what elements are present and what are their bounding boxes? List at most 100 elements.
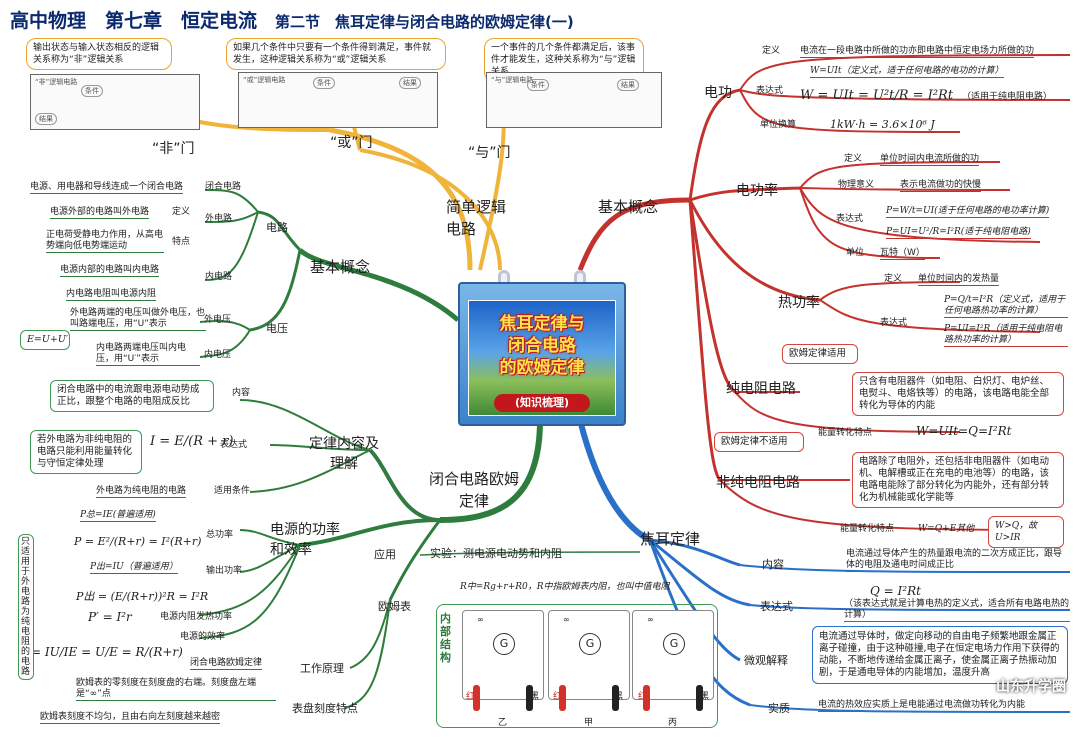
pure-energy-label: 能量转化特点 — [818, 428, 873, 438]
out-power-label: 输出功率 — [206, 566, 243, 576]
work-f2: W = UIt = U²t/R = I²Rt — [800, 88, 954, 103]
pure-tag: 欧姆定律适用 — [782, 344, 858, 364]
branch-basic-right: 基本概念 — [598, 198, 659, 216]
power-f1: P=W/t=UI(适于任何电路的电功率计算) — [886, 206, 1050, 218]
eff-f: η = IU/IE = U/E = R/(R+r) — [20, 645, 183, 659]
or-gate-label: “或”门 — [330, 135, 373, 151]
essence-label: 实质 — [768, 702, 790, 715]
or-gate-desc: 如果几个条件中只要有一个条件得到满足，事件就发生，这种逻辑关系称为“或”逻辑关系 — [226, 38, 446, 70]
page-header: 高中物理 第七章 恒定电流 第二节 焦耳定律与闭合电路的欧姆定律(一) — [10, 6, 574, 33]
nonpure-tag: 欧姆定律不适用 — [714, 432, 804, 452]
red-probe-label: 红 — [638, 692, 648, 702]
center-tag: (知识梳理) — [494, 394, 590, 412]
nonpure-desc: 电路除了电阻外，还包括非电阻器件（如电动机、电解槽或正在充电的电池等）的电路，该… — [852, 452, 1064, 508]
joule-expr-note: （该表达式就是计算电热的定义式，适合所有电路电热的计算） — [844, 599, 1070, 622]
loss-f: P′ = I²r — [88, 610, 132, 624]
center-title-line2: 闭合电路 — [508, 336, 576, 356]
int-voltage-label: 内电压 — [204, 350, 232, 360]
nonpure-circuit-label: 非纯电阻电路 — [716, 475, 800, 491]
not-circuit-diagram: “非”逻辑电路条件结果 — [30, 74, 200, 130]
expr-label: 表达式 — [220, 440, 248, 450]
black-probe-label: 黑 — [700, 692, 710, 702]
power-def: 单位时间内电流所做的功 — [880, 154, 980, 166]
power-f2: P=UI=U²/R=I²R(适于纯电阻电路) — [886, 227, 1031, 239]
work-f1: W=UIt（定义式，适于任何电路的电功的计算） — [810, 66, 1004, 78]
power-expr-label: 表达式 — [836, 214, 864, 224]
center-card: 焦耳定律与 闭合电路 的欧姆定律 (知识梳理) — [458, 270, 626, 426]
meter-label-1: 乙 — [498, 718, 508, 728]
use-label: 应用 — [374, 548, 396, 561]
closed-circuit-label: 闭合电路 — [205, 182, 242, 192]
outer-def: 电源外部的电路叫外电路 — [50, 207, 150, 219]
work-def: 电流在一段电路中所做的功亦即电路中恒定电场力所做的功 — [800, 46, 1035, 58]
voltage-label: 电压 — [266, 322, 288, 335]
black-probe-label: 黑 — [530, 692, 540, 702]
experiment-label: 实验：测电源电动势和内阻 — [430, 547, 562, 560]
outer-circuit-label: 外电路 — [205, 214, 233, 224]
electric-power-label: 电功率 — [736, 183, 778, 199]
micro-label: 微观解释 — [744, 654, 788, 667]
black-probe-label: 黑 — [614, 692, 624, 702]
red-probe-label: 红 — [553, 692, 563, 702]
joule-content-desc: 电流通过导体产生的热量跟电流的二次方成正比，跟导体的电阻及通电时间成正比 — [846, 549, 1066, 572]
outer-feature-label: 特点 — [172, 237, 191, 247]
joule-content-label: 内容 — [762, 558, 784, 571]
inner-res: 内电路电阻叫电源内阻 — [66, 289, 157, 301]
heat-f2: P=UI=I²R（适用于纯电阻电路热功率的计算） — [944, 324, 1068, 347]
inner-structure-panel — [436, 604, 718, 728]
heat-def-label: 定义 — [884, 274, 903, 284]
electric-work-label: 电功 — [704, 85, 732, 101]
expr-formula: I = E/(R + r) — [150, 434, 234, 449]
int-voltage-desc: 内电路两端电压叫内电压，用“U′”表示 — [96, 343, 200, 366]
emf-formula: E=U+U′ — [20, 330, 70, 350]
out-f1: P出=IU（普遍适用） — [90, 562, 178, 574]
outer-feature: 正电荷受静电力作用，从高电势端向低电势端运动 — [46, 230, 164, 253]
unit-w: 瓦特（W） — [880, 248, 925, 260]
power-def-label: 定义 — [844, 154, 863, 164]
scale-label: 表盘刻度特点 — [292, 702, 358, 715]
scale-desc2: 欧姆表刻度不均匀，且由右向左刻度越来越密 — [40, 712, 221, 724]
apply-desc: 外电路为纯电阻的电路 — [96, 486, 187, 498]
ohmmeter-diagram-2: G∞ — [548, 610, 630, 711]
red-probe-label: 红 — [466, 692, 476, 702]
total-f2: P = E²/(R+r) = I²(R+r) — [74, 535, 202, 548]
eff-label: 电源的效率 — [180, 632, 226, 642]
pure-note: 只适用于外电路为纯电阻的电路 — [18, 534, 34, 680]
or-circuit-diagram: “或”逻辑电路条件结果 — [238, 72, 438, 128]
essence-desc: 电流的热效应实质上是电能通过电流做功转化为内能 — [818, 700, 1026, 712]
watermark: 山东升学圈 — [996, 679, 1066, 695]
outer-def-label: 定义 — [172, 207, 191, 217]
ext-voltage-label: 外电压 — [204, 315, 232, 325]
not-gate-desc: 输出状态与输入状态相反的逻辑关系称为“非”逻辑关系 — [26, 38, 172, 70]
ohmmeter-label: 欧姆表 — [378, 600, 411, 613]
ohmmeter-diagram-3: G∞ — [632, 610, 714, 711]
heat-f1: P=Q/t=I²R（定义式，适用于任何电路热功率的计算） — [944, 295, 1068, 318]
micro-desc: 电流通过导体时，做定向移动的自由电子频繁地跟金属正离子碰撞，由于这种碰撞,电子在… — [812, 626, 1068, 684]
branch-power-efficiency: 电源的功率和效率 — [270, 522, 340, 558]
unit-conv-value: 1kW·h = 3.6×10⁶ J — [830, 118, 935, 131]
inner-def: 电源内部的电路叫内电路 — [60, 265, 160, 277]
heat-power-label: 热功率 — [778, 295, 820, 311]
loss-label: 电源内阻发热功率 — [160, 612, 233, 622]
center-title-line1: 焦耳定律与 — [499, 314, 585, 334]
pure-desc: 只含有电阻器件（如电阻、白炽灯、电炉丝、电熨斗、电烙铁等）的电路，该电路电能全部… — [852, 372, 1064, 416]
nonpure-energy-label: 能量转化特点 — [840, 524, 895, 534]
total-power-label: 总功率 — [206, 530, 234, 540]
apply-label: 适用条件 — [214, 486, 251, 496]
nonpure-f: W=Q+E其他 — [918, 524, 975, 534]
work-def-label: 定义 — [762, 46, 781, 56]
ohm-r-formula: R中=Rg+r+R0，R中指欧姆表内阻，也叫中值电阻 — [460, 582, 670, 592]
and-gate-label: “与”门 — [468, 145, 511, 161]
not-gate-label: “非”门 — [152, 141, 195, 157]
and-circuit-diagram: “与”逻辑电路条件结果 — [486, 72, 662, 128]
pure-circuit-label: 纯电阻电路 — [726, 381, 796, 397]
meter-label-2: 甲 — [584, 718, 594, 728]
content-desc: 闭合电路中的电流跟电源电动势成正比，跟整个电路的电阻成反比 — [50, 380, 214, 412]
heat-expr-label: 表达式 — [880, 318, 908, 328]
branch-basic-left: 基本概念 — [310, 258, 371, 276]
work-desc: 闭合电路欧姆定律 — [190, 658, 263, 670]
inner-structure-label: 内部结构 — [440, 612, 451, 664]
unit-label: 单位 — [846, 248, 865, 258]
pure-f: W=UIt=Q=I²Rt — [916, 424, 1012, 438]
closed-circuit-desc: 电源、用电器和导线连成一个闭合电路 — [30, 182, 184, 194]
